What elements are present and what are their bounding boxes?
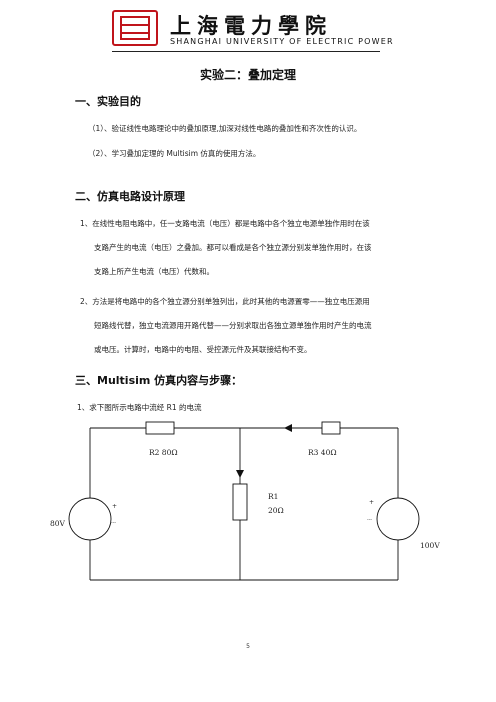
objective-item-1: （1）、验证线性电路理论中的叠加原理,加深对线性电路的叠加性和齐次性的认识。 bbox=[88, 124, 362, 133]
principle-line-3: 支路上所产生电流（电压）代数和。 bbox=[94, 267, 214, 276]
page-number: 5 bbox=[246, 643, 250, 650]
objective-item-2: （2）、学习叠加定理的 Multisim 仿真的使用方法。 bbox=[88, 149, 261, 158]
resistor-r2 bbox=[145, 421, 175, 435]
step-1-text: 1、求下图所示电路中流经 R1 的电流 bbox=[77, 403, 202, 412]
section-heading-3: 三、Multisim 仿真内容与步骤： bbox=[75, 374, 243, 387]
section-heading-1: 一、实验目的 bbox=[75, 95, 141, 108]
resistor-r1 bbox=[232, 483, 248, 521]
university-seal-logo bbox=[112, 10, 158, 46]
current-arrow-r1 bbox=[236, 470, 244, 478]
source-80v-minus: --- bbox=[111, 520, 116, 526]
source-100v-plus: + bbox=[369, 499, 374, 506]
header-divider bbox=[112, 51, 380, 52]
source-100v-label: 100V bbox=[420, 541, 440, 550]
r2-label: R2 80Ω bbox=[149, 448, 178, 457]
current-arrow-r3 bbox=[284, 424, 292, 432]
university-header: 上海電力學院 SHANGHAI UNIVERSITY OF ELECTRIC P… bbox=[112, 10, 393, 50]
source-100v-minus: --- bbox=[367, 517, 372, 523]
university-name-cn: 上海電力學院 bbox=[170, 13, 332, 38]
source-80v-label: 80V bbox=[50, 519, 66, 528]
r1-value: 20Ω bbox=[268, 506, 284, 515]
principle-line-4: 2、方法是将电路中的各个独立源分别单独列出，此时其他的电源置零——独立电压源用 bbox=[80, 297, 370, 306]
voltage-source-80v bbox=[68, 497, 112, 541]
r3-label: R3 40Ω bbox=[308, 448, 337, 457]
r1-label: R1 bbox=[268, 492, 278, 501]
page-title: 实验二：叠加定理 bbox=[199, 68, 296, 82]
principle-line-1: 1、在线性电阻电路中，任一支路电流（电压）都是电路中各个独立电源单独作用时在该 bbox=[80, 219, 370, 228]
resistor-r3 bbox=[321, 421, 341, 435]
principle-line-5: 短路线代替，独立电流源用开路代替——分别求取出各独立源单独作用时产生的电流 bbox=[94, 321, 372, 330]
source-80v-plus: + bbox=[112, 503, 117, 510]
university-name-en: SHANGHAI UNIVERSITY OF ELECTRIC POWER bbox=[170, 37, 394, 46]
principle-line-6: 或电压。计算时，电路中的电阻、受控源元件及其联接结构不变。 bbox=[94, 345, 312, 354]
voltage-source-100v bbox=[376, 497, 420, 541]
section-heading-2: 二、仿真电路设计原理 bbox=[75, 190, 185, 203]
principle-line-2: 支路产生的电流（电压）之叠加。都可以看成是各个独立源分别发单独作用时，在该 bbox=[94, 243, 372, 252]
